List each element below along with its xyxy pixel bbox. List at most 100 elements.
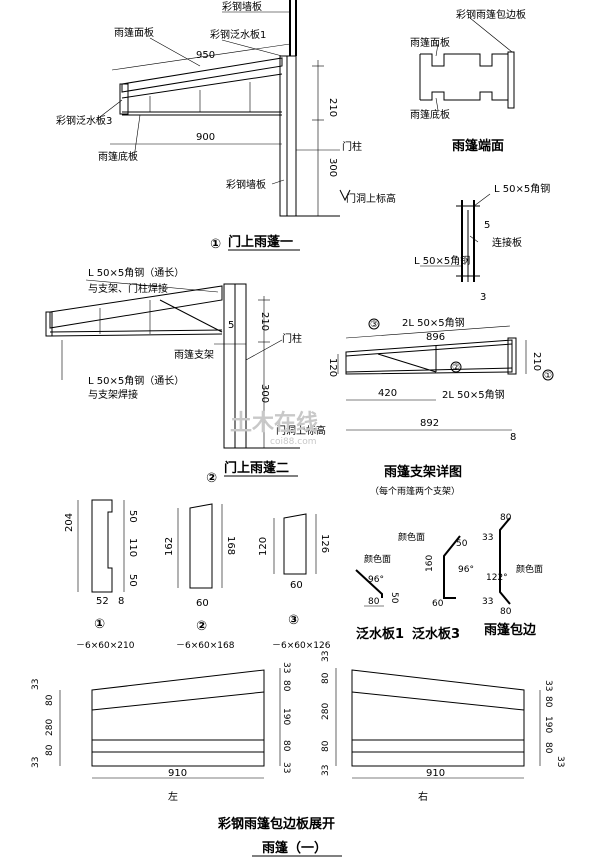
label-wall-top: 彩钢墙板 — [222, 0, 262, 13]
sheet-title: 雨篷（一） — [262, 840, 327, 856]
dim-r33b: 33 — [555, 756, 565, 767]
top-chord — [345, 343, 513, 357]
dim-60: 60 — [196, 598, 209, 609]
plate-1-spec: －6×60×210 — [76, 641, 135, 651]
edge-profile — [499, 517, 511, 605]
support-subtitle: （每个雨篷两个支架） — [370, 485, 460, 497]
label-bottom-panel: 雨篷底板 — [98, 150, 138, 163]
edge-flashing-title: 雨篷包边 — [484, 622, 537, 638]
watermark-url: coi88.com — [270, 437, 317, 447]
plate-1-number: ① — [94, 617, 105, 632]
leader — [133, 114, 141, 159]
fig1-number: ① — [210, 237, 221, 252]
label-angle-d: 与支架焊接 — [88, 388, 138, 401]
plate-2-spec: －6×60×168 — [176, 641, 235, 651]
fig2-number: ② — [206, 471, 217, 486]
left-label: 左 — [168, 790, 178, 803]
label-wall-bottom: 彩钢墙板 — [226, 178, 266, 191]
label-color-face: 颜色面 — [364, 553, 391, 565]
leader — [469, 235, 479, 243]
leader — [221, 39, 283, 57]
label-flashing-1: 彩钢泛水板1 — [210, 28, 266, 41]
dim-60: 60 — [290, 580, 303, 591]
edge-plate — [507, 51, 515, 109]
canopy-rib — [121, 73, 283, 99]
canopy-bottom — [49, 329, 223, 333]
support-truss — [345, 339, 513, 375]
dim-96: 96° — [458, 565, 474, 575]
dim-162: 162 — [164, 537, 175, 556]
dim-126: 126 — [319, 534, 330, 553]
dim-33b: 33 — [482, 597, 493, 607]
connection-detail: L 50×5角钢 5 连接板 L 50×5角钢 3 — [414, 182, 550, 303]
canopy-detail-1: 彩钢墙板 雨篷面板 彩钢泛水板1 950 210 彩钢泛水板3 门柱 900 雨… — [56, 0, 396, 252]
canopy-top-panel — [121, 57, 283, 93]
edge-angle — [45, 311, 53, 337]
end-view: 彩钢雨篷包边板 雨篷面板 雨篷底板 雨篷端面 — [410, 8, 526, 154]
label-angle-a: L 50×5角钢（通长） — [88, 266, 184, 279]
dim-160: 160 — [425, 555, 435, 572]
panel-outline — [91, 669, 265, 767]
face-panel-profile — [420, 53, 508, 67]
dim-900: 900 — [196, 132, 215, 143]
support-detail: ③ 2L 50×5角钢 896 210 120 ② ① 420 2L 50×5角… — [327, 316, 554, 497]
dim-280: 280 — [45, 719, 55, 736]
dim-r80b: 80 — [543, 742, 553, 754]
dim-8: 8 — [510, 432, 516, 443]
label-edge-plate: 彩钢雨篷包边板 — [456, 8, 526, 21]
end-plate — [507, 337, 517, 375]
canopy-bottom — [49, 333, 223, 337]
dim-910: 910 — [168, 768, 187, 779]
dim-line — [345, 325, 511, 339]
plate-shape — [91, 499, 113, 593]
leader — [469, 17, 513, 53]
dim-80: 80 — [368, 597, 380, 607]
label-post: 门柱 — [282, 332, 302, 345]
label-angle-2: L 50×5角钢 — [414, 254, 470, 267]
right-label: 右 — [418, 790, 428, 803]
support-title: 雨篷支架详图 — [384, 464, 462, 480]
dim-50a: 50 — [127, 510, 138, 523]
leader — [245, 339, 283, 361]
leader — [85, 279, 219, 293]
flashing-3 — [119, 83, 129, 115]
dim-950: 950 — [196, 50, 215, 61]
leader — [435, 97, 439, 111]
fold-line — [351, 691, 525, 711]
dim-122: 122° — [486, 573, 508, 583]
dim-280: 280 — [321, 703, 331, 720]
callout-2 — [450, 361, 462, 373]
level-symbol — [339, 189, 351, 202]
dim-300: 300 — [259, 384, 270, 403]
dim-33a: 33 — [321, 651, 331, 662]
label-face-panel: 雨篷面板 — [114, 26, 154, 39]
dim-80a: 80 — [321, 672, 331, 684]
dim-33b: 33 — [31, 757, 41, 768]
callout-1-label: ① — [544, 371, 552, 381]
flashing-profile — [355, 569, 383, 598]
dim-5: 5 — [484, 220, 490, 231]
dim-420: 420 — [378, 388, 397, 399]
flashing-profile — [443, 535, 461, 599]
callout-2-label: ② — [452, 363, 460, 373]
dim-210: 210 — [259, 312, 270, 331]
dim-96: 96° — [368, 575, 384, 585]
edge-flashing: 80 33 122° 颜色面 33 80 雨篷包边 — [482, 513, 543, 638]
leader — [149, 37, 201, 67]
plate-1: 204 50 110 50 52 8 ① －6×60×210 — [64, 499, 138, 651]
leader — [473, 193, 491, 207]
label-support: 雨篷支架 — [174, 348, 214, 361]
dim-3: 3 — [480, 292, 486, 303]
unfold-left: 33 80 280 80 33 33 80 190 80 33 910 左 — [31, 662, 291, 803]
dim-r33b: 33 — [281, 762, 291, 773]
dim-r190: 190 — [543, 716, 553, 733]
callout-1 — [542, 369, 554, 381]
canopy-top — [49, 285, 223, 329]
label-flashing-3: 彩钢泛水板3 — [56, 114, 112, 127]
label-2l-top: 2L 50×5角钢 — [402, 316, 465, 329]
dim-210: 210 — [531, 352, 542, 371]
dim-8: 8 — [118, 596, 124, 607]
flashing-3: 颜色面 50 96° 160 60 泛水板3 — [398, 531, 474, 642]
dim-168: 168 — [225, 536, 236, 555]
